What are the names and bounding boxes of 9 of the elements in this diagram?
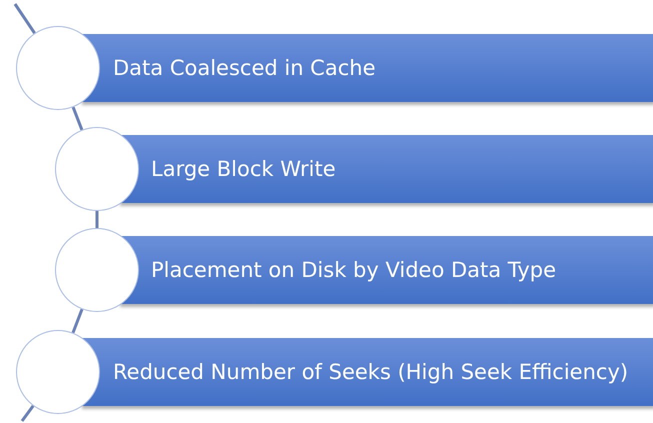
connector-line	[72, 308, 84, 334]
connector-line	[14, 3, 36, 34]
connector-line	[72, 106, 84, 130]
step-text: Reduced Number of Seeks (High Seek Efficiency)	[113, 359, 628, 385]
step-text: Large Block Write	[151, 156, 336, 182]
connector-line	[96, 211, 98, 228]
connector-line	[20, 404, 34, 422]
step-text: Data Coalesced in Cache	[113, 55, 376, 81]
step-text: Placement on Disk by Video Data Type	[151, 257, 556, 283]
